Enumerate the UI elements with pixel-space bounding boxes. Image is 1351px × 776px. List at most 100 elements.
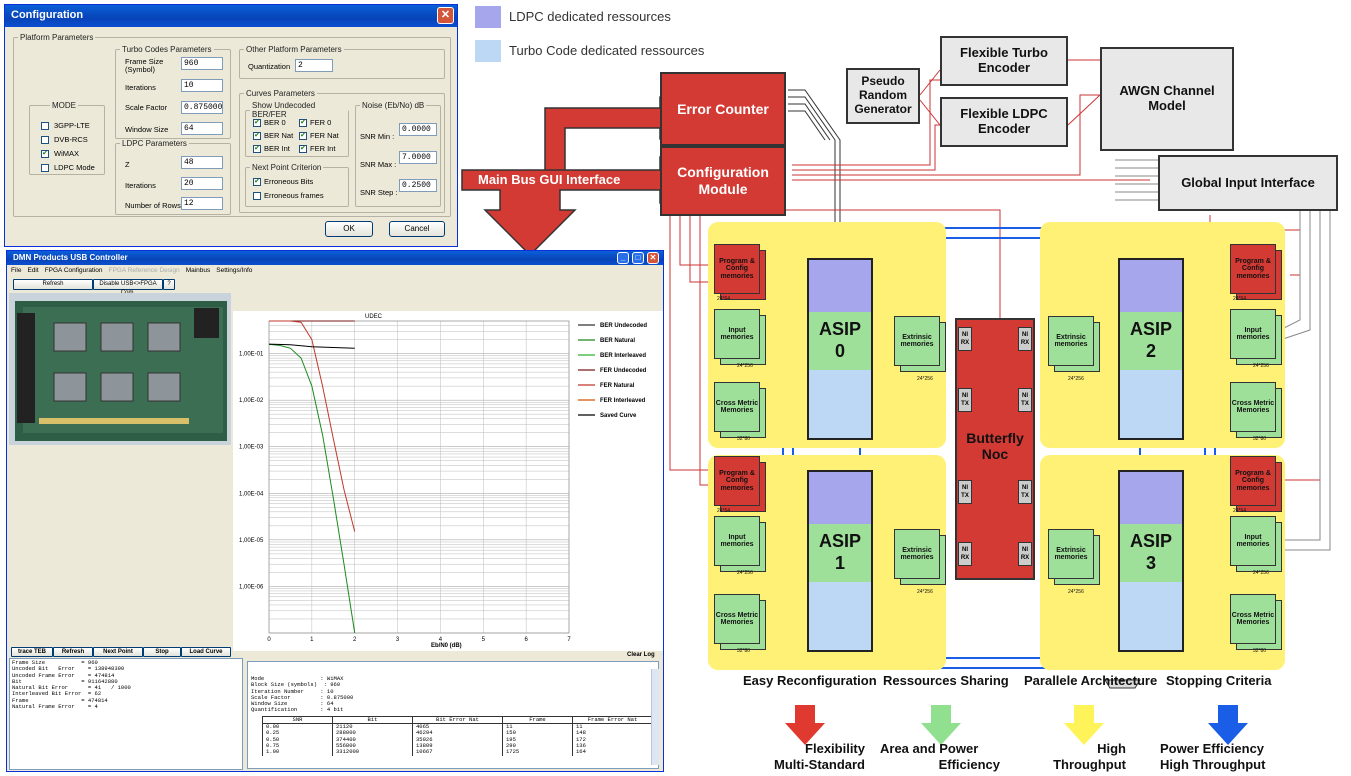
size-label: 32*80 — [1253, 436, 1267, 442]
close-icon[interactable]: ✕ — [437, 7, 454, 24]
maximize-icon[interactable]: □ — [632, 252, 644, 264]
iterations-input[interactable]: 10 — [181, 79, 223, 92]
z-input[interactable]: 48 — [181, 156, 223, 169]
ni-rx-2: NI RX — [1018, 327, 1032, 351]
mode-ldpc-checkbox[interactable] — [41, 164, 49, 172]
fernat-checkbox[interactable]: ✔ — [299, 132, 307, 140]
ni-tx-2: NI TX — [1018, 388, 1032, 412]
config-title: Configuration — [5, 5, 457, 27]
disable-usb-button[interactable]: Disable USB<>FPGA Com. — [93, 279, 163, 296]
ok-button[interactable]: OK — [325, 221, 373, 237]
program-memory-3: Program & Config memories — [1230, 456, 1276, 506]
snr-min-label: SNR Min : — [360, 132, 395, 141]
refresh-top-button[interactable]: Refresh — [13, 279, 93, 290]
extrinsic-memory-0: Extrinsic memories — [894, 316, 940, 366]
mode-dvb-checkbox[interactable] — [41, 136, 49, 144]
minimize-icon[interactable]: _ — [617, 252, 629, 264]
log-textarea[interactable]: Mode : WiMAX Block Size (symbols) : 960 … — [247, 661, 659, 769]
fer0-checkbox[interactable]: ✔ — [299, 119, 307, 127]
stop-button[interactable]: Stop — [143, 647, 181, 657]
feature-4-bottom2: High Throughput — [1160, 757, 1266, 772]
close-icon[interactable]: ✕ — [647, 252, 659, 264]
ldpc-iterations-label: Iterations — [125, 181, 156, 190]
y-tick-label: 1,00E-06 — [239, 584, 264, 590]
series-line — [268, 343, 356, 634]
ber0-checkbox[interactable]: ✔ — [253, 119, 261, 127]
feature-1-bottom1: Flexibility — [805, 741, 865, 756]
erroneous-bits-checkbox[interactable]: ✔ — [253, 178, 261, 186]
menu-item[interactable]: Edit — [27, 267, 39, 274]
down-arrow-icon — [1208, 705, 1248, 745]
asip-2-number: 2 — [1145, 341, 1156, 361]
x-tick-label: 1 — [310, 637, 314, 643]
mode-wimax-checkbox[interactable]: ✔ — [41, 150, 49, 158]
snr-step-input[interactable]: 0.2500 — [399, 179, 437, 192]
stats-textarea[interactable]: Frame Size = 960 Uncoded Bit Error = 138… — [9, 658, 243, 770]
size-label: 24*256 — [917, 376, 933, 382]
scale-factor-label: Scale Factor — [125, 103, 168, 112]
refresh-button[interactable]: Refresh — [53, 647, 93, 657]
menu-item[interactable]: File — [11, 267, 22, 274]
chart-title: UDEC — [365, 314, 383, 320]
ferint-checkbox[interactable]: ✔ — [299, 145, 307, 153]
platform-legend: Platform Parameters — [20, 33, 94, 42]
asip-1: ASIP 1 — [807, 470, 873, 652]
help-button[interactable]: ? — [163, 279, 175, 290]
noise-group: Noise (Eb/No) dB — [355, 101, 441, 207]
x-tick-label: 5 — [482, 637, 486, 643]
rows-input[interactable]: 12 — [181, 197, 223, 210]
size-label: 24*256 — [1068, 589, 1084, 595]
mode-legend: MODE — [52, 101, 76, 110]
trace-teb-button[interactable]: trace TEB — [11, 647, 53, 657]
ni-tx-1: NI TX — [958, 480, 972, 504]
legend-entry: FER Undecoded — [600, 368, 647, 374]
cross-memory-2: Cross Metric Memories — [1230, 382, 1276, 432]
menu-item[interactable]: Settings/Info — [216, 267, 253, 274]
window-size-input[interactable]: 64 — [181, 122, 223, 135]
erroneous-frames-checkbox[interactable] — [253, 192, 261, 200]
snr-min-input[interactable]: 0.0000 — [399, 123, 437, 136]
feature-4-top: Stopping Criteria — [1166, 673, 1272, 688]
feature-1-top: Easy Reconfiguration — [743, 673, 877, 688]
berint-checkbox[interactable]: ✔ — [253, 145, 261, 153]
next-point-button[interactable]: Next Point — [93, 647, 143, 657]
ni-rx-1: NI RX — [958, 542, 972, 566]
curves-legend: Curves Parameters — [246, 89, 315, 98]
legend-ldpc: LDPC dedicated ressources — [509, 9, 671, 24]
plot-frame — [268, 320, 570, 634]
z-label: Z — [125, 160, 130, 169]
ldpc-legend: LDPC Parameters — [122, 139, 187, 148]
menu-item[interactable]: FPGA Configuration — [44, 267, 103, 274]
menu-item[interactable]: Mainbus — [185, 267, 211, 274]
ldpc-iterations-input[interactable]: 20 — [181, 177, 223, 190]
cancel-button[interactable]: Cancel — [389, 221, 445, 237]
snr-max-input[interactable]: 7.0000 — [399, 151, 437, 164]
frame-size-input[interactable]: 960 — [181, 57, 223, 70]
scale-factor-input[interactable]: 0.875000 — [181, 101, 223, 114]
ldpc-encoder-box: Flexible LDPC Encoder — [940, 97, 1068, 147]
program-memory-1: Program & Config memories — [714, 456, 760, 506]
mode-dvb-label: DVB-RCS — [54, 135, 88, 144]
mode-3gpp-checkbox[interactable] — [41, 122, 49, 130]
load-curve-button[interactable]: Load Curve — [181, 647, 231, 657]
menu-item[interactable]: FPGA Reference Design — [108, 267, 180, 274]
log-scrollbar[interactable] — [651, 669, 659, 765]
asip-0: ASIP 0 — [807, 258, 873, 440]
bernat-checkbox[interactable]: ✔ — [253, 132, 261, 140]
quantization-input[interactable]: 2 — [295, 59, 333, 72]
y-tick-label: 1,00E-03 — [239, 445, 264, 451]
x-tick-label: 7 — [567, 637, 571, 643]
clear-log-button[interactable]: Clear Log — [627, 652, 655, 658]
size-label: 32*80 — [737, 436, 751, 442]
size-label: 24*256 — [737, 363, 753, 369]
size-label: 24*64 — [717, 296, 731, 302]
quantization-label: Quantization — [248, 62, 291, 71]
fer0-label: FER 0 — [310, 118, 332, 127]
awgn-box: AWGN Channel Model — [1100, 47, 1234, 151]
size-label: 24*256 — [1253, 363, 1269, 369]
x-axis-label: Eb/N0 (dB) — [431, 643, 462, 649]
size-label: 32*80 — [1253, 648, 1267, 654]
